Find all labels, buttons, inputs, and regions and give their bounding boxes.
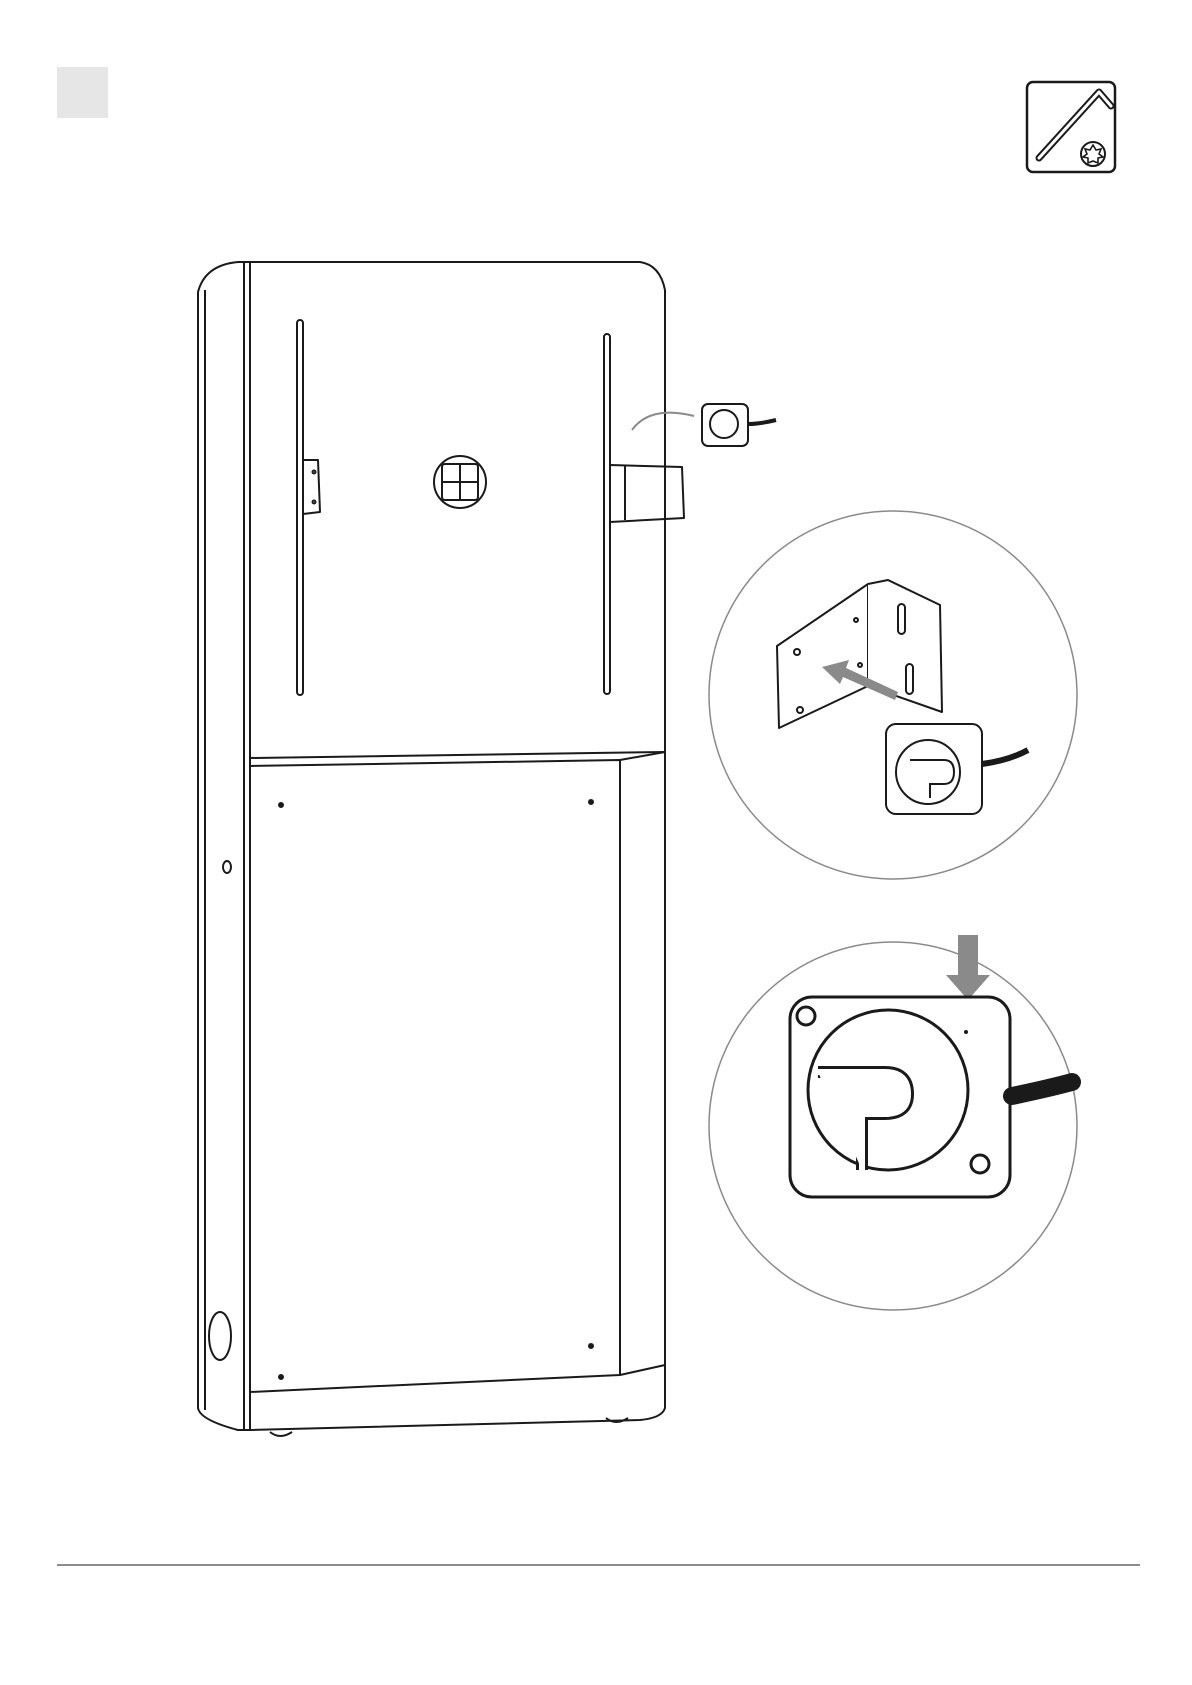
sensor-alignment-detail: [709, 935, 1077, 1310]
footer-divider: [57, 1564, 1140, 1566]
bracket-mounting-detail: [709, 511, 1077, 879]
